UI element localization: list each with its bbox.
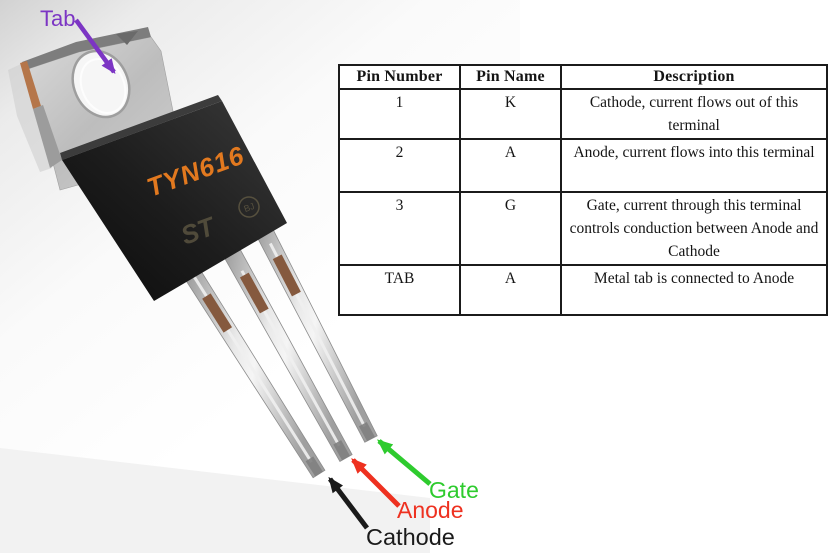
anode-label: Anode — [397, 497, 464, 523]
anode-arrow — [351, 458, 401, 508]
pin-copper-band — [272, 254, 301, 297]
table-row: 3 G Gate, current through this terminal … — [338, 191, 828, 266]
callout-arrows — [74, 18, 432, 530]
quality-mark-text: BJ — [243, 201, 256, 214]
pin-anode — [216, 235, 353, 462]
cell-pin-name: A — [459, 138, 562, 193]
table-row: 2 A Anode, current flows into this termi… — [338, 138, 828, 193]
tab-top-edge — [22, 27, 151, 70]
cell-pin-number: TAB — [338, 264, 461, 316]
gate-label: Gate — [429, 477, 479, 503]
pin-gate — [248, 212, 378, 443]
tab-hole-highlight — [79, 58, 127, 114]
tab-shadow — [8, 64, 52, 172]
background-shadow-wedge — [0, 448, 430, 553]
pins — [178, 212, 378, 479]
cathode-arrow — [328, 476, 369, 530]
pin-tip — [358, 422, 375, 442]
tab-copper-edge — [20, 61, 41, 109]
pin-tip — [333, 440, 350, 461]
tab-notch — [116, 31, 138, 45]
pin-copper-band — [202, 293, 233, 333]
tab-side-face — [33, 105, 62, 168]
body-face — [62, 101, 287, 301]
gate-arrow — [377, 439, 432, 486]
cell-pin-name: G — [459, 191, 562, 266]
header-description: Description — [560, 64, 828, 90]
cell-pin-name: K — [459, 88, 562, 140]
pin-tip — [305, 456, 323, 477]
header-pin-name: Pin Name — [459, 64, 562, 90]
tab-label: Tab — [40, 6, 75, 31]
table-row: 1 K Cathode, current flows out of this t… — [338, 88, 828, 140]
cell-description: Gate, current through this terminal cont… — [560, 191, 828, 266]
cell-description: Cathode, current flows out of this termi… — [560, 88, 828, 140]
cell-pin-name: A — [459, 264, 562, 316]
cell-pin-number: 1 — [338, 88, 461, 140]
cathode-label: Cathode — [366, 524, 455, 550]
pin-copper-band — [239, 272, 269, 314]
header-pin-number: Pin Number — [338, 64, 461, 90]
tab-arrow — [74, 18, 116, 75]
cell-description: Anode, current flows into this terminal — [560, 138, 828, 193]
callout-labels: Tab Gate Anode Cathode — [40, 6, 479, 550]
cell-pin-number: 3 — [338, 191, 461, 266]
cell-description: Metal tab is connected to Anode — [560, 264, 828, 316]
quality-mark-circle — [238, 196, 260, 218]
component-body: TYN616 ST BJ — [60, 95, 287, 301]
table-row: TAB A Metal tab is connected to Anode — [338, 264, 828, 316]
cell-pin-number: 2 — [338, 138, 461, 193]
table-header-row: Pin Number Pin Name Description — [338, 64, 828, 90]
pinout-table: Pin Number Pin Name Description 1 K Cath… — [338, 64, 828, 316]
body-top-bevel — [60, 95, 222, 160]
